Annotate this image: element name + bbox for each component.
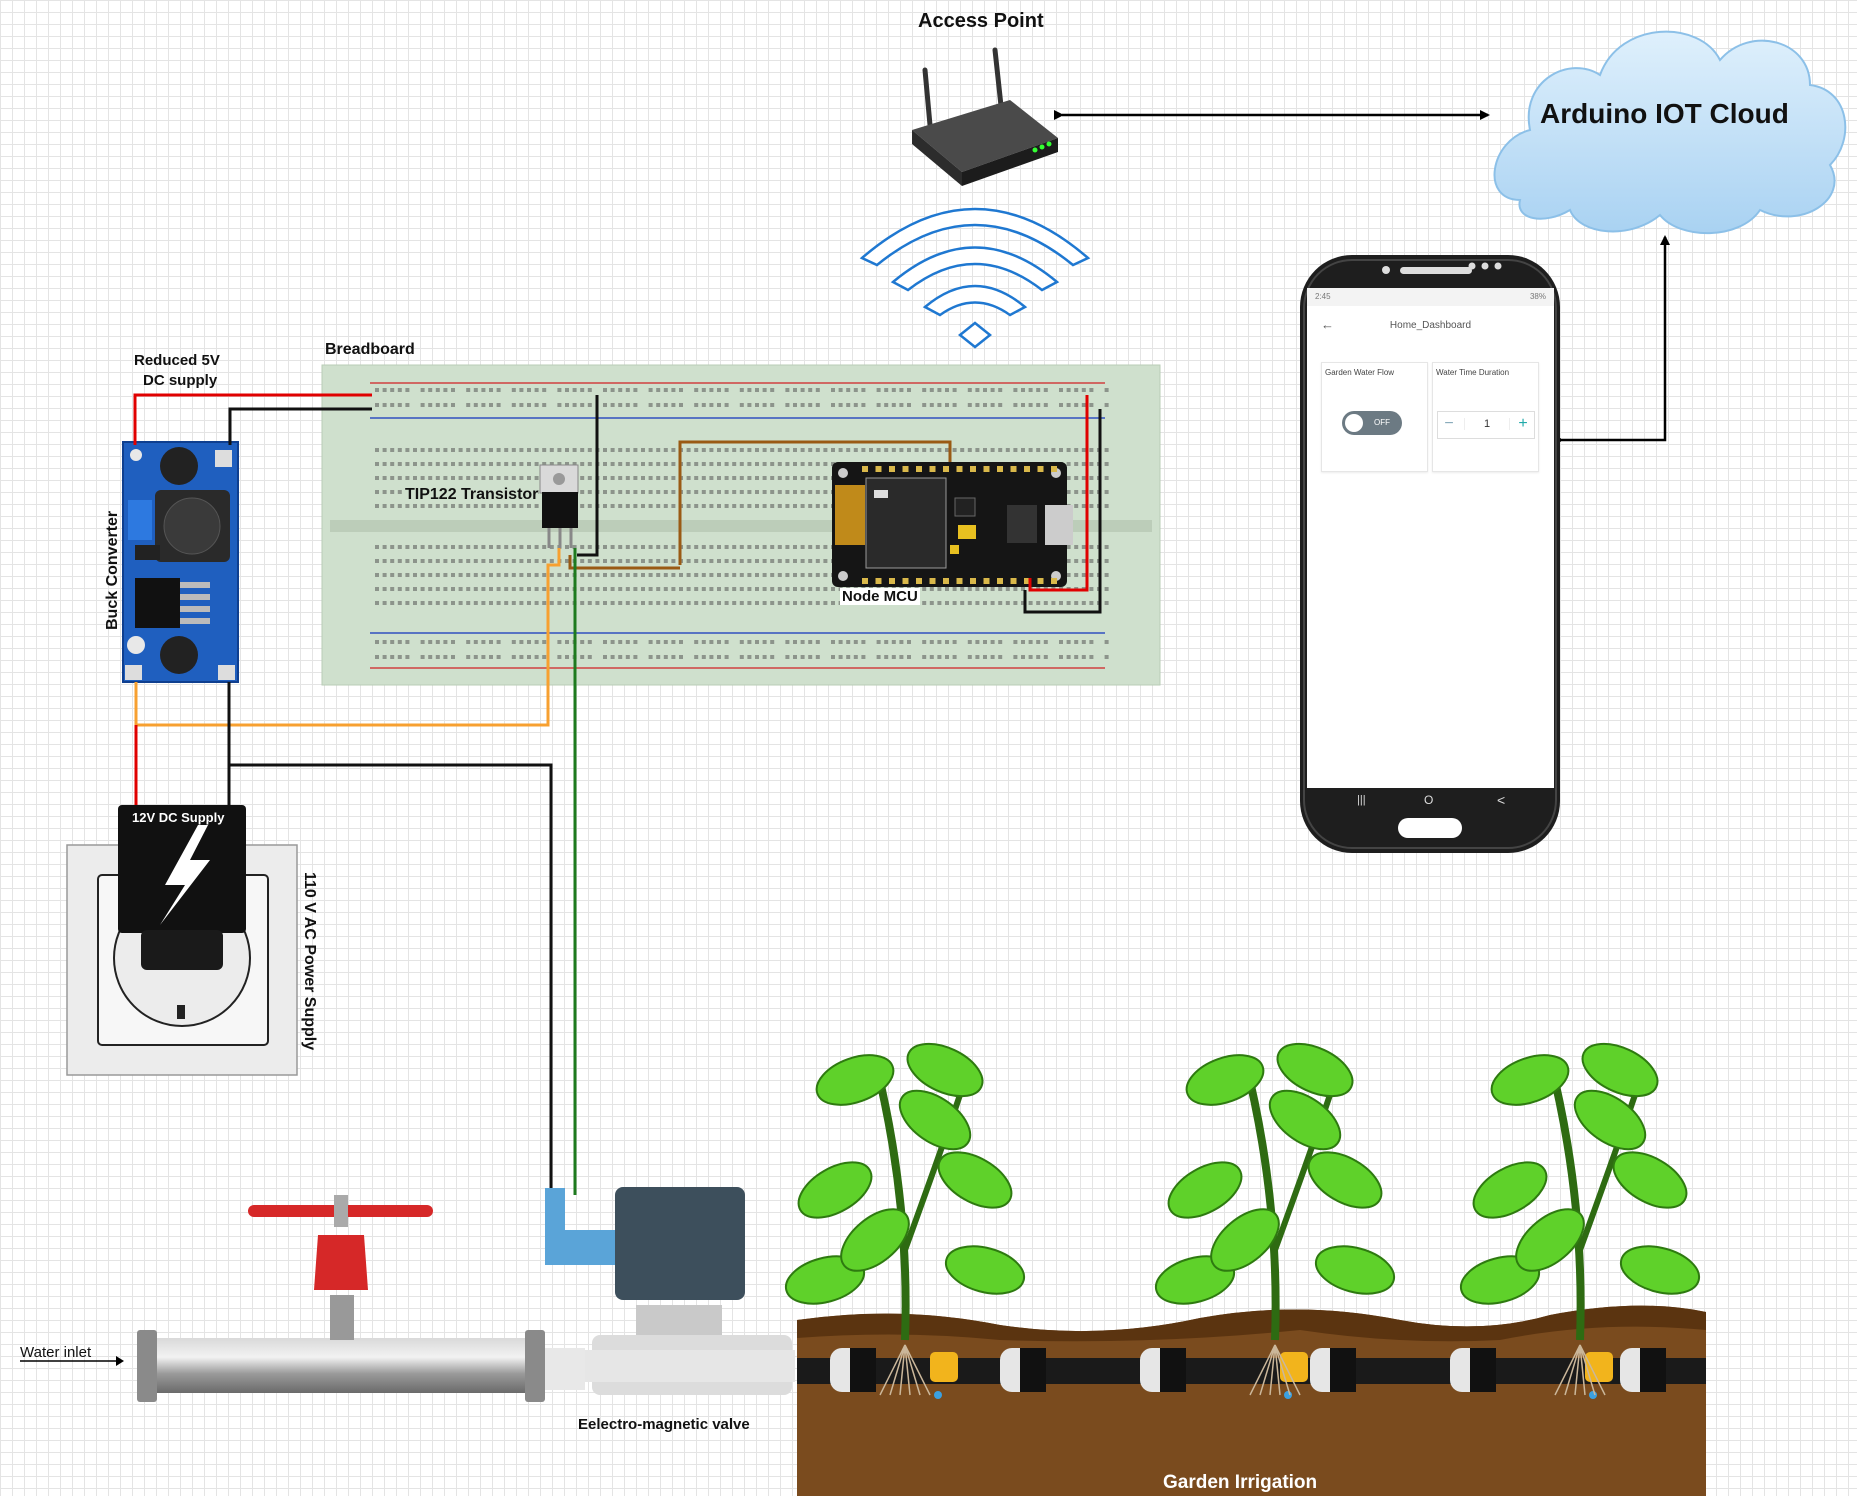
phone-cloud-link — [1554, 235, 1670, 445]
transistor-icon — [539, 464, 579, 548]
router-icon — [912, 47, 1058, 186]
wires — [133, 393, 1102, 1195]
transistor-label: TIP122 Transistor — [405, 486, 539, 504]
breadboard-label: Breadboard — [325, 341, 415, 358]
cloud-label: Arduino IOT Cloud — [1540, 98, 1789, 129]
nav-home-button[interactable]: O — [1424, 793, 1434, 807]
plant-icon — [1459, 1042, 1701, 1396]
dc-adapter — [118, 805, 246, 970]
phone-nav-bar: ||| O < — [1307, 788, 1554, 816]
duration-stepper: − 1 + — [1437, 411, 1535, 439]
ac-supply-label: 110 V AC Power Supply — [301, 872, 318, 1051]
stepper-minus-button[interactable]: − — [1444, 415, 1454, 432]
stepper-value[interactable]: 1 — [1464, 418, 1510, 430]
water-inlet-arrow — [20, 1356, 124, 1366]
phone-screen: 2:45 38% ← Home_Dashboard Garden Water F… — [1307, 288, 1554, 788]
water-time-duration-card: Water Time Duration − 1 + — [1432, 362, 1539, 472]
access-point-label: Access Point — [918, 10, 1044, 32]
water-pipe — [137, 1330, 585, 1402]
status-time: 2:45 — [1315, 292, 1331, 301]
nav-recent-button[interactable]: ||| — [1357, 794, 1366, 806]
reduced-supply-label-line1: Reduced 5V — [134, 352, 220, 369]
toggle-knob — [1345, 414, 1363, 432]
water-flow-toggle[interactable]: OFF — [1342, 411, 1402, 435]
cloud-icon — [1493, 30, 1847, 235]
stepper-plus-button[interactable]: + — [1518, 415, 1528, 432]
status-battery: 38% — [1529, 292, 1546, 301]
toggle-label: OFF — [1374, 418, 1390, 427]
wifi-icon — [859, 207, 1091, 349]
buck-converter — [122, 441, 239, 683]
water-time-duration-title: Water Time Duration — [1436, 368, 1510, 377]
dc-supply-label: 12V DC Supply — [132, 810, 225, 825]
water-inlet-label: Water inlet — [20, 1344, 92, 1361]
node-mcu-label: Node MCU — [840, 588, 920, 605]
buck-converter-label: Buck Converter — [104, 510, 121, 630]
plant-icon — [1154, 1042, 1396, 1396]
garden-water-flow-title: Garden Water Flow — [1325, 368, 1395, 377]
status-bar: 2:45 38% — [1307, 288, 1554, 306]
app-title: Home_Dashboard — [1389, 320, 1472, 331]
solenoid-valve-icon — [545, 1187, 795, 1395]
tap-valve-icon — [248, 1195, 433, 1340]
garden-soil — [797, 1305, 1706, 1496]
nav-back-button[interactable]: < — [1497, 792, 1506, 808]
reduced-supply-label-line2: DC supply — [143, 372, 218, 389]
back-arrow-icon[interactable]: ← — [1321, 317, 1334, 332]
nodemcu-board — [832, 462, 1073, 587]
plant-icon — [784, 1042, 1026, 1396]
garden-water-flow-card: Garden Water Flow OFF — [1321, 362, 1428, 472]
valve-label: Eelectro-magnetic valve — [578, 1416, 750, 1433]
garden-label: Garden Irrigation — [1163, 1472, 1318, 1493]
